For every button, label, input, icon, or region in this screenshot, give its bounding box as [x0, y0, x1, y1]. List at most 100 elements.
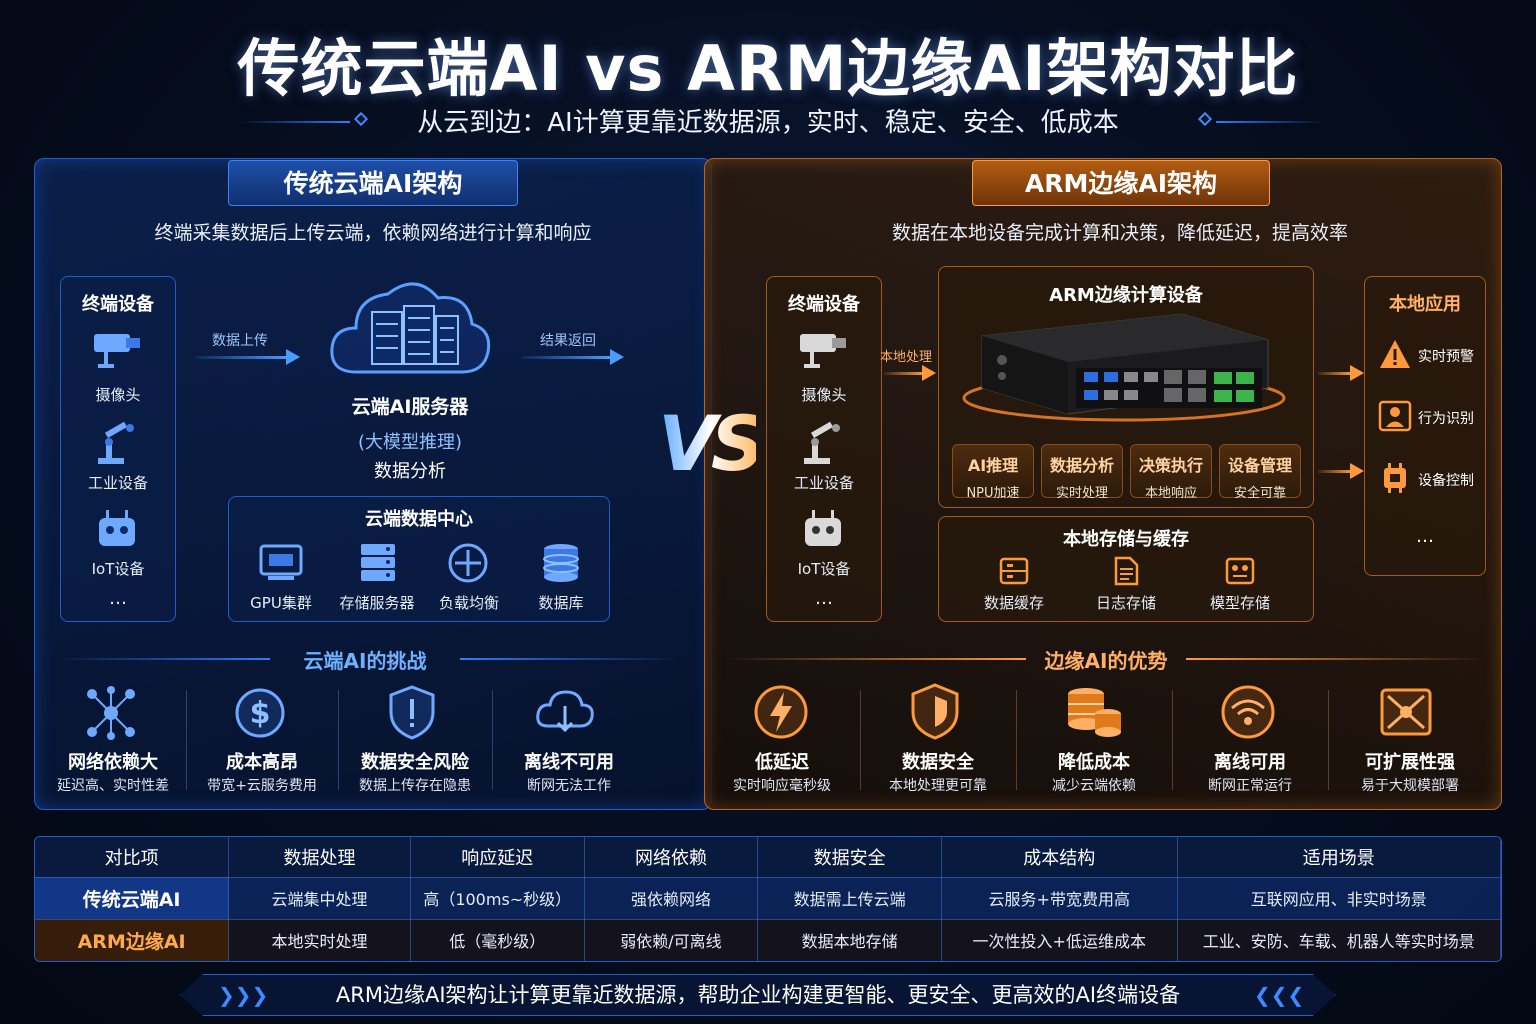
edge-local-arrow: [884, 372, 924, 375]
cloud-server-sub1: (大模型推理): [357, 432, 463, 453]
cost-dollar-icon: $: [232, 686, 288, 744]
dc-database-label: 数据库: [538, 594, 584, 612]
advantage-title-5: 可扩展性强: [1365, 752, 1455, 773]
feature-device-mgmt: 设备管理 安全可靠: [1219, 444, 1301, 501]
challenge-sub-4: 断网无法工作: [527, 778, 611, 794]
table-row-label-cloud: 传统云端AI: [35, 877, 230, 920]
advantage-separator-3: [1172, 690, 1173, 790]
scalability-icon: [1376, 684, 1436, 744]
edge-devices-more: …: [815, 588, 833, 609]
challenge-title-1: 网络依赖大: [68, 752, 158, 773]
feature-ai-inference-title: AI推理: [967, 456, 1019, 475]
load-balancer-icon: [446, 542, 490, 588]
footer-banner: ARM边缘AI架构让计算更靠近数据源，帮助企业构建更智能、更安全、更高效的AI终…: [180, 974, 1336, 1016]
table-header-cell: 数据处理: [228, 837, 411, 878]
table-cell: 数据本地存储: [757, 919, 942, 961]
page-subtitle: 从云到边：AI计算更靠近数据源，实时、稳定、安全、低成本: [417, 108, 1119, 138]
feature-decision: 决策执行 本地响应: [1130, 444, 1212, 501]
challenge-sub-3: 数据上传存在隐患: [359, 778, 471, 794]
advantage-separator-1: [860, 690, 861, 790]
edge-devices-title: 终端设备: [788, 294, 860, 315]
comparison-table: 对比项 数据处理 响应延迟 网络依赖 数据安全 成本结构 适用场景 传统云端AI…: [34, 836, 1502, 962]
offline-wifi-icon: [1218, 684, 1278, 744]
feature-decision-title: 决策执行: [1138, 456, 1203, 475]
challenge-sub-1: 延迟高、实时性差: [57, 778, 169, 794]
table-row: ARM边缘AI 本地实时处理 低（毫秒级） 弱依赖/可离线 数据本地存储 一次性…: [35, 919, 1501, 961]
table-cell: 互联网应用、非实时场景: [1177, 877, 1501, 920]
cloud-device-camera-label: 摄像头: [95, 386, 141, 404]
page-title: 传统云端AI vs ARM边缘AI架构对比: [237, 32, 1299, 105]
table-cell: 云服务+带宽费用高: [941, 877, 1178, 920]
subtitle-divider-right: [1216, 121, 1326, 123]
table-header-cell: 成本结构: [941, 837, 1178, 878]
table-row-label-edge: ARM边缘AI: [35, 919, 230, 961]
feature-data-analysis: 数据分析 实时处理: [1041, 444, 1123, 501]
arm-edge-device-title: ARM边缘计算设备: [1049, 285, 1203, 306]
edge-computer-icon: [952, 310, 1296, 430]
camera-icon: [90, 328, 144, 376]
svg-text:$: $: [250, 696, 271, 731]
vs-graphic: VS: [658, 399, 768, 488]
local-storage-title: 本地存储与缓存: [1063, 529, 1189, 550]
challenges-divider-right: [460, 658, 680, 660]
table-row: 传统云端AI 云端集中处理 高（100ms~秒级） 强依赖网络 数据需上传云端 …: [35, 877, 1501, 920]
edge-panel-title: ARM边缘AI架构: [972, 160, 1270, 206]
edge-robot-arm-icon: [798, 420, 848, 470]
advantage-sub-2: 本地处理更可靠: [889, 778, 987, 794]
table-header-cell: 适用场景: [1177, 837, 1501, 878]
table-header-cell: 响应延迟: [410, 837, 585, 878]
storage-log-label: 日志存储: [1095, 594, 1156, 612]
advantage-sub-1: 实时响应毫秒级: [733, 778, 831, 794]
offline-cloud-icon: [534, 686, 596, 740]
table-cell: 工业、安防、车载、机器人等实时场景: [1177, 919, 1501, 961]
table-cell: 一次性投入+低运维成本: [941, 919, 1178, 961]
cloud-server-label: 云端AI服务器: [351, 396, 469, 418]
feature-device-mgmt-sub: 安全可靠: [1233, 486, 1286, 501]
edge-local-arrowhead: [922, 365, 936, 381]
cloud-datacenter-title: 云端数据中心: [365, 509, 473, 530]
table-cell: 弱依赖/可离线: [584, 919, 759, 961]
advantage-sub-5: 易于大规模部署: [1361, 778, 1459, 794]
edge-app-arrow-1: [1318, 372, 1352, 375]
warning-icon: [1378, 338, 1412, 374]
cloud-panel-title: 传统云端AI架构: [228, 160, 518, 206]
database-icon: [540, 542, 582, 588]
robot-arm-icon: [92, 420, 142, 470]
advantages-divider-right: [1186, 658, 1486, 660]
advantage-sub-3: 减少云端依赖: [1052, 778, 1136, 794]
challenge-title-4: 离线不可用: [524, 752, 614, 773]
cloud-challenges-title: 云端AI的挑战: [303, 649, 427, 673]
table-header-cell: 数据安全: [757, 837, 942, 878]
subtitle-divider-left: [240, 121, 350, 123]
data-cache-icon: [998, 556, 1030, 590]
dc-storage-label: 存储服务器: [339, 594, 415, 612]
cloud-devices-more: …: [109, 588, 127, 609]
challenge-separator-3: [492, 690, 493, 790]
edge-app-arrowhead-1: [1350, 365, 1364, 381]
advantage-title-1: 低延迟: [755, 752, 809, 773]
edge-advantages-title: 边缘AI的优势: [1044, 649, 1168, 673]
feature-device-mgmt-title: 设备管理: [1227, 456, 1292, 475]
advantage-title-3: 降低成本: [1058, 752, 1130, 773]
cloud-device-industrial-label: 工业设备: [87, 474, 148, 492]
edge-device-industrial-label: 工业设备: [793, 474, 854, 492]
storage-model-label: 模型存储: [1209, 594, 1270, 612]
cloud-upload-arrow: [196, 356, 288, 359]
vs-label: VS: [656, 396, 768, 505]
cloud-devices-title: 终端设备: [82, 294, 154, 315]
feature-ai-inference: AI推理 NPU加速: [952, 444, 1034, 501]
edge-app-arrow-2: [1318, 470, 1352, 473]
feature-data-analysis-title: 数据分析: [1049, 456, 1114, 475]
gpu-cluster-icon: [258, 542, 304, 586]
network-icon: [84, 686, 138, 744]
advantage-sub-4: 断网正常运行: [1208, 778, 1292, 794]
cloud-server-sub2: 数据分析: [374, 461, 446, 482]
advantage-title-4: 离线可用: [1214, 752, 1286, 773]
edge-devices-box: [766, 276, 882, 622]
device-control-icon: [1378, 462, 1412, 498]
chevron-right-icon: ❯❯❯: [218, 983, 269, 1007]
log-storage-icon: [1112, 556, 1140, 590]
table-cell: 高（100ms~秒级）: [410, 877, 585, 920]
cloud-server-icon: [326, 272, 494, 388]
app-warning-label: 实时预警: [1418, 349, 1474, 365]
